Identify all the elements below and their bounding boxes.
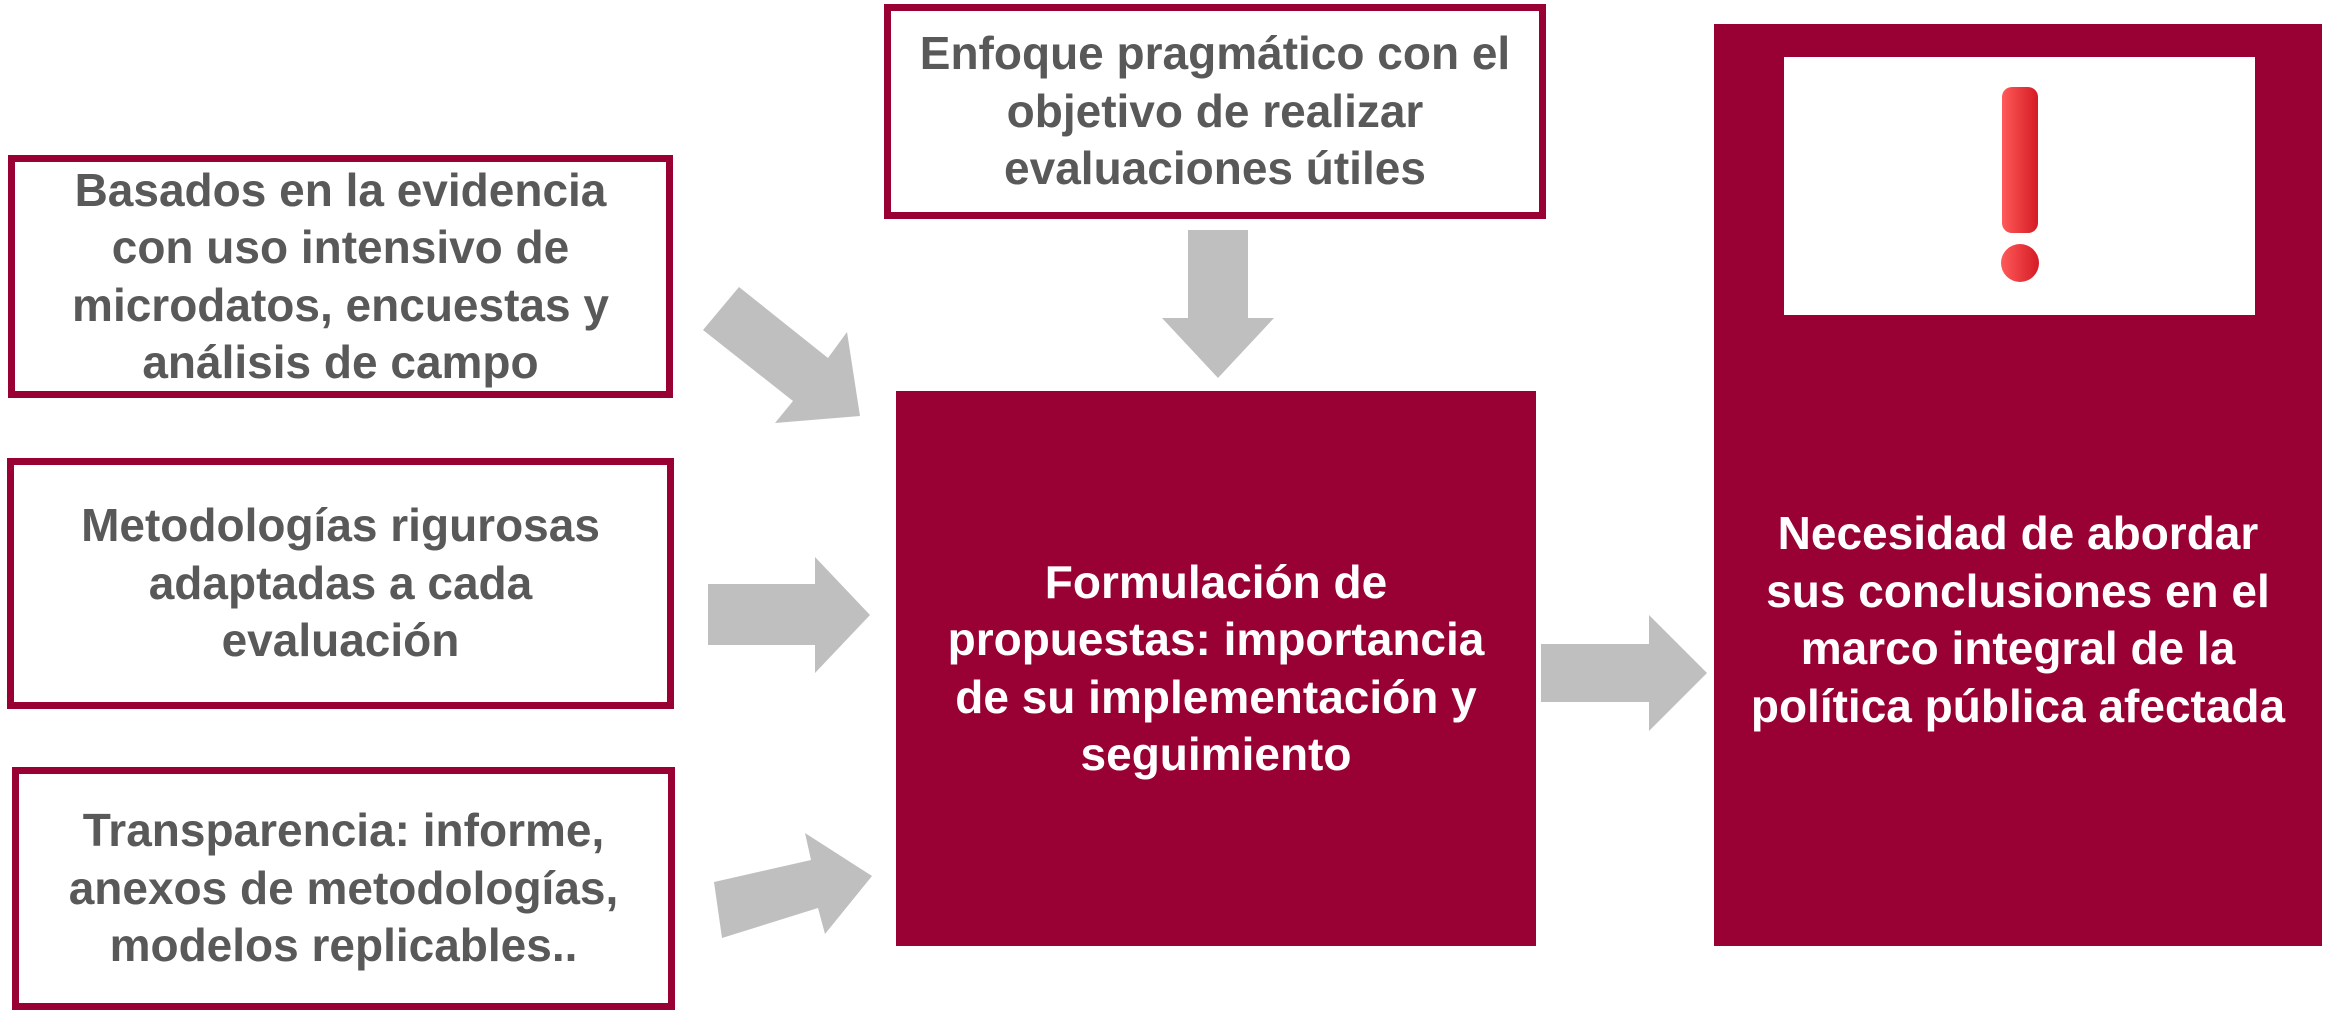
arrow-right-icon (1541, 615, 1707, 731)
arrow-right-icon (708, 557, 870, 673)
pragmatic-approach-text: Enfoque pragmático con el objetivo de re… (919, 27, 1511, 195)
arrow-diagonal-up-right-icon (714, 833, 872, 938)
rigorous-methods-text: Metodologías rigurosas adaptadas a cada … (81, 499, 600, 667)
rigorous-methods-box: Metodologías rigurosas adaptadas a cada … (7, 458, 674, 709)
arrow-diagonal-down-right-icon (703, 287, 860, 423)
arrow-down-icon (1162, 230, 1274, 378)
conclusions-text: Necesidad de abordar sus conclusiones en… (1750, 507, 2286, 732)
proposals-text: Formulación de propuestas: importancia d… (947, 555, 1485, 781)
evidence-based-text: Basados en la evidencia con uso intensiv… (72, 163, 609, 389)
evidence-based-box: Basados en la evidencia con uso intensiv… (8, 155, 673, 398)
transparency-text: Transparencia: informe, anexos de metodo… (68, 804, 619, 972)
transparency-box: Transparencia: informe, anexos de metodo… (12, 767, 675, 1010)
pragmatic-approach-box: Enfoque pragmático con el objetivo de re… (884, 4, 1546, 219)
proposals-box: Formulación de propuestas: importancia d… (896, 391, 1536, 946)
exclamation-mark-icon (2001, 87, 2039, 282)
warning-panel (1784, 57, 2255, 315)
